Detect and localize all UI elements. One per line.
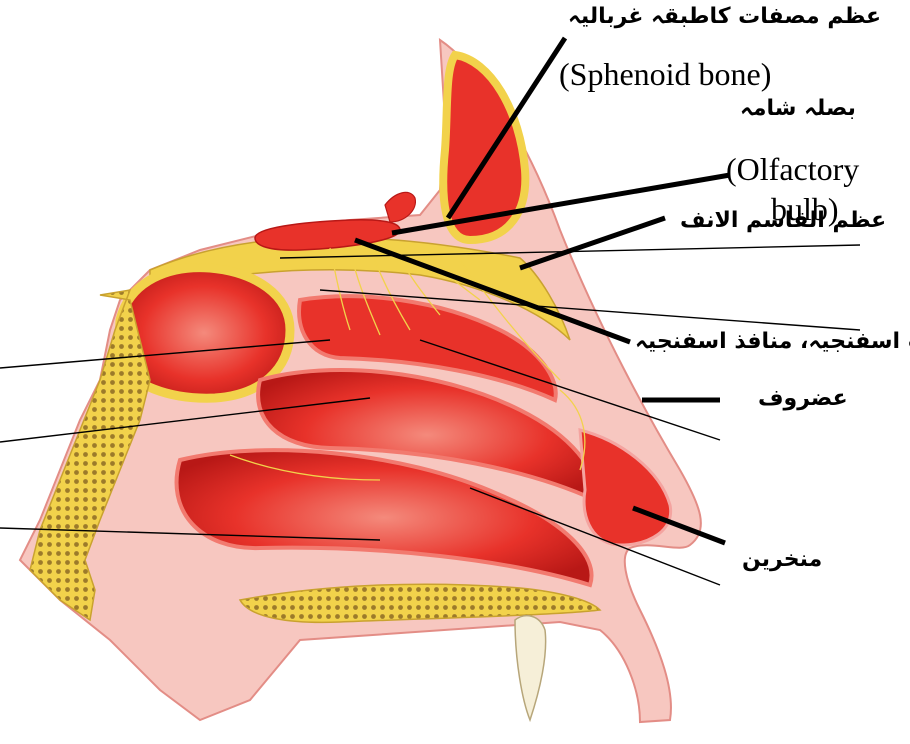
- tooth: [515, 616, 546, 720]
- label-sphenoid-urdu: عظم مصفات کاطبقہ غربالیہ: [568, 6, 881, 28]
- label-sphenoid-english: (Sphenoid bone): [559, 58, 771, 90]
- label-olfactory-english-line1: (Olfactory: [726, 153, 859, 185]
- label-cartilage-urdu: عضروف: [758, 388, 848, 410]
- label-olfactory-urdu: بصلہ شامہ: [740, 98, 856, 120]
- label-nostril-urdu: منخرین: [742, 549, 822, 571]
- label-septum-urdu: عظم القاسم الانف: [680, 210, 886, 232]
- label-holes-urdu: ثقوب اسفنجیہ، منافذ اسفنجیہ: [635, 331, 910, 353]
